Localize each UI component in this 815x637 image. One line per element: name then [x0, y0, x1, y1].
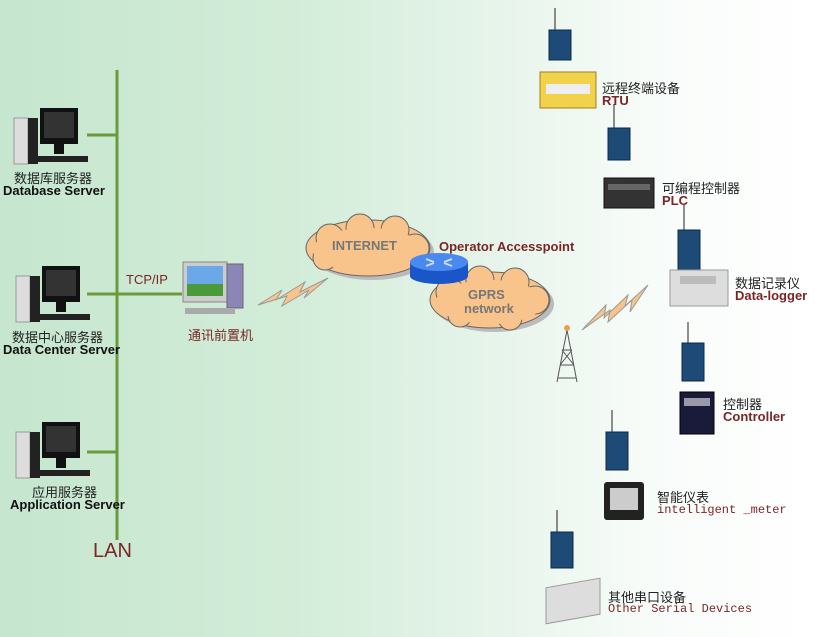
tcpip-label: TCP/IP: [126, 272, 168, 287]
gprs-network-label: network: [464, 301, 514, 316]
lan-label: LAN: [93, 540, 132, 562]
server-label-en: Data Center Server: [3, 342, 121, 357]
device-label-cn: 可编程控制器: [662, 181, 741, 196]
gprs-modem-icon: [681, 322, 705, 382]
controller-device-icon: [679, 391, 715, 435]
device-label-en: intelligent _meter: [657, 503, 787, 517]
device-label-en: RTU: [602, 93, 629, 108]
rtu-device-icon: [539, 71, 597, 109]
server-computer-icon: [15, 422, 90, 479]
device-label-en: Other Serial Devices: [608, 602, 753, 616]
server-label-cn: 应用服务器: [32, 485, 98, 500]
internet-cloud: [305, 213, 434, 280]
gprs-modem-icon: [550, 510, 574, 569]
gprs-modem-icon: [607, 104, 631, 161]
server-label-en: Application Server: [10, 497, 125, 512]
server-computer-icon: [13, 108, 88, 165]
device-label-en: Controller: [723, 409, 786, 424]
internet-label: INTERNET: [332, 238, 397, 253]
serial-device-icon: [545, 577, 601, 625]
gprs-modem-icon: [548, 8, 572, 61]
device-label-cn: 数据记录仪: [735, 276, 801, 291]
router-icon: [410, 253, 468, 284]
device-label-cn: 控制器: [723, 397, 763, 412]
device-label-cn: 远程终端设备: [602, 81, 681, 96]
server-computer-icon: [15, 266, 90, 323]
server-label-en: Database Server: [3, 183, 105, 198]
server-label-cn: 数据库服务器: [14, 171, 93, 186]
front-end-label: 通讯前置机: [188, 328, 254, 343]
cell-tower-icon: [556, 325, 578, 383]
gprs-label: GPRS: [468, 287, 505, 302]
gprs-modem-icon: [605, 410, 629, 471]
gprs-cloud: [429, 265, 554, 332]
server-label-cn: 数据中心服务器: [12, 330, 104, 345]
gprs-modem-icon: [677, 205, 701, 271]
data-logger-icon: [669, 269, 729, 307]
plc-device-icon: [603, 177, 655, 209]
device-label-en: PLC: [662, 193, 688, 208]
wireless-link-bolt-right: [581, 284, 649, 331]
desktop-computer-icon: [182, 261, 244, 314]
device-label-cn: 其他串口设备: [608, 590, 687, 605]
device-label-cn: 智能仪表: [657, 490, 710, 505]
intelligent-meter-icon: [604, 482, 644, 520]
wireless-link-bolt-left: [257, 277, 329, 308]
operator-accesspoint-label: Operator Accesspoint: [439, 239, 575, 254]
device-label-en: Data-logger: [735, 288, 808, 303]
